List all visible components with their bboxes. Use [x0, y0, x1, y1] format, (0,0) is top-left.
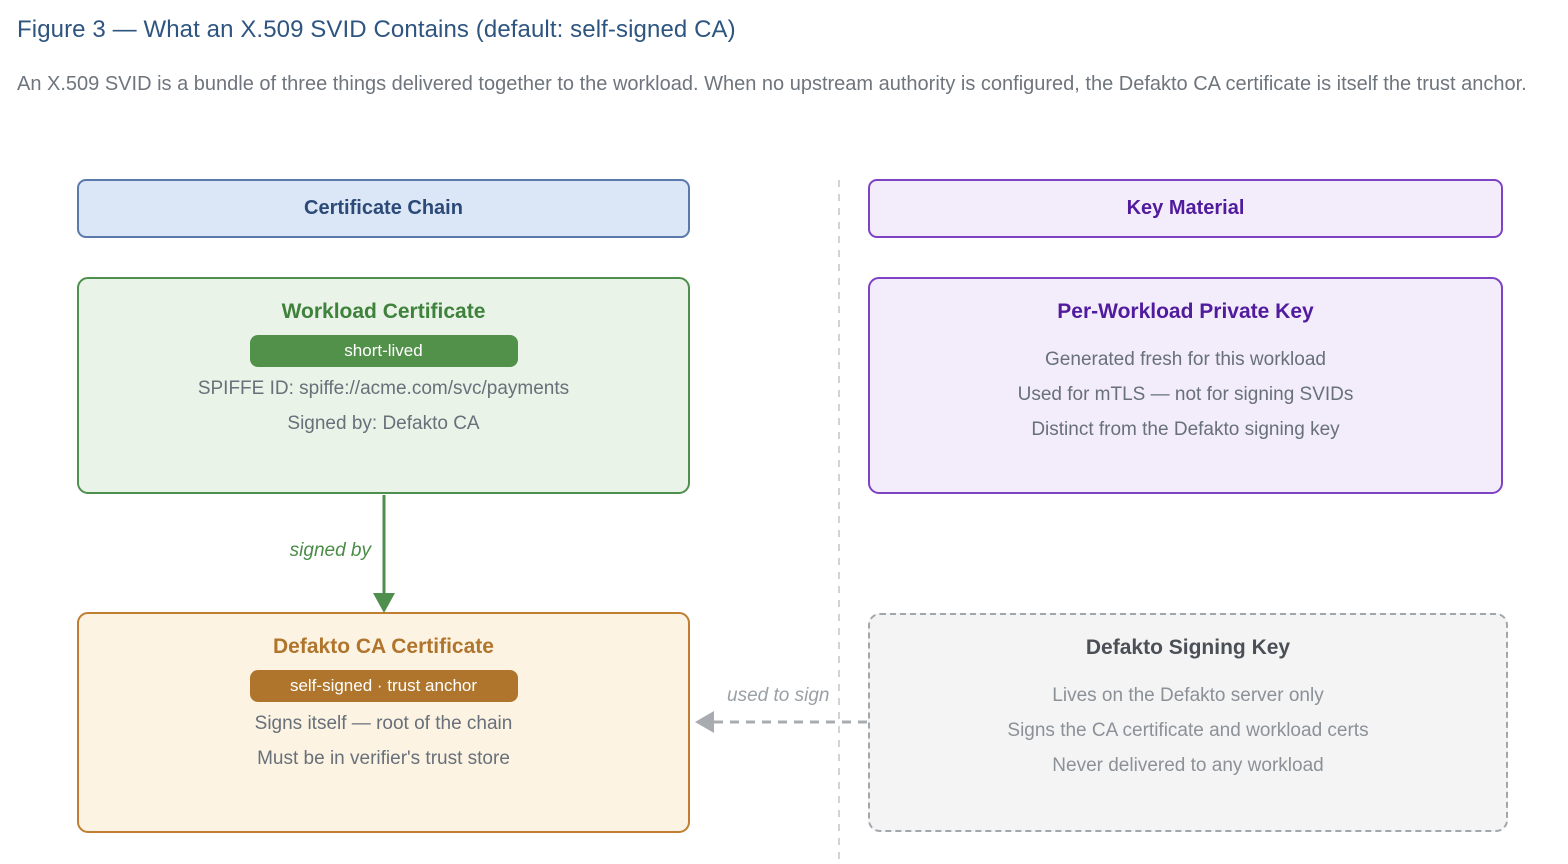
workload-certificate-title: Workload Certificate: [281, 300, 486, 323]
short-lived-badge: short-lived: [249, 335, 518, 367]
signing-key-lives-text: Lives on the Defakto server only: [1052, 685, 1324, 706]
key-material-header-label: Key Material: [1126, 197, 1245, 219]
signed-by-arrow-icon: [373, 495, 395, 613]
defakto-signing-key-box: Defakto Signing Key Lives on the Defakto…: [868, 613, 1508, 832]
ca-signs-itself-text: Signs itself — root of the chain: [254, 713, 513, 734]
private-key-generated-text: Generated fresh for this workload: [1045, 349, 1326, 370]
used-to-sign-arrow-label: used to sign: [727, 685, 830, 706]
defakto-ca-certificate-title: Defakto CA Certificate: [273, 635, 494, 658]
defakto-ca-certificate-box: Defakto CA Certificate self-signed · tru…: [77, 612, 690, 833]
workload-certificate-box: Workload Certificate short-lived SPIFFE …: [77, 277, 690, 494]
workload-signed-by-text: Signed by: Defakto CA: [287, 413, 480, 434]
private-key-distinct-text: Distinct from the Defakto signing key: [1031, 419, 1340, 440]
certificate-chain-header-label: Certificate Chain: [304, 197, 463, 219]
key-material-header: Key Material: [868, 179, 1503, 238]
figure-subtitle: An X.509 SVID is a bundle of three thing…: [17, 73, 1527, 95]
workload-spiffe-id-text: SPIFFE ID: spiffe://acme.com/svc/payment…: [197, 378, 570, 399]
per-workload-private-key-title: Per-Workload Private Key: [1057, 300, 1314, 323]
signed-by-arrow-label: signed by: [289, 540, 371, 561]
figure-title: Figure 3 — What an X.509 SVID Contains (…: [17, 16, 736, 43]
signing-key-signs-text: Signs the CA certificate and workload ce…: [1007, 720, 1369, 741]
private-key-mtls-text: Used for mTLS — not for signing SVIDs: [1017, 384, 1354, 405]
used-to-sign-arrow-icon: [695, 711, 867, 733]
certificate-chain-header: Certificate Chain: [77, 179, 690, 238]
self-signed-trust-anchor-badge: self-signed · trust anchor: [249, 670, 518, 702]
defakto-signing-key-title: Defakto Signing Key: [1085, 636, 1291, 659]
per-workload-private-key-box: Per-Workload Private Key Generated fresh…: [868, 277, 1503, 494]
signing-key-never-delivered-text: Never delivered to any workload: [1052, 755, 1324, 776]
ca-trust-store-text: Must be in verifier's trust store: [257, 748, 510, 769]
